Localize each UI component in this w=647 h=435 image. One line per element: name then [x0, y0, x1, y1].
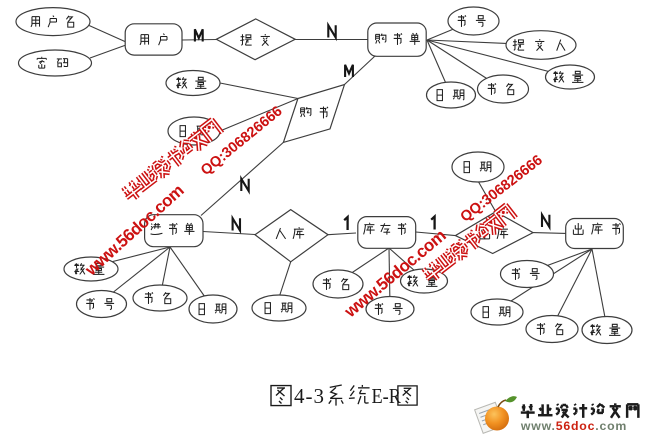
svg-text:4-3: 4-3 — [294, 384, 324, 408]
svg-text:E-R: E-R — [372, 385, 402, 409]
svg-text:www.56doc.com: www.56doc.com — [520, 419, 627, 433]
